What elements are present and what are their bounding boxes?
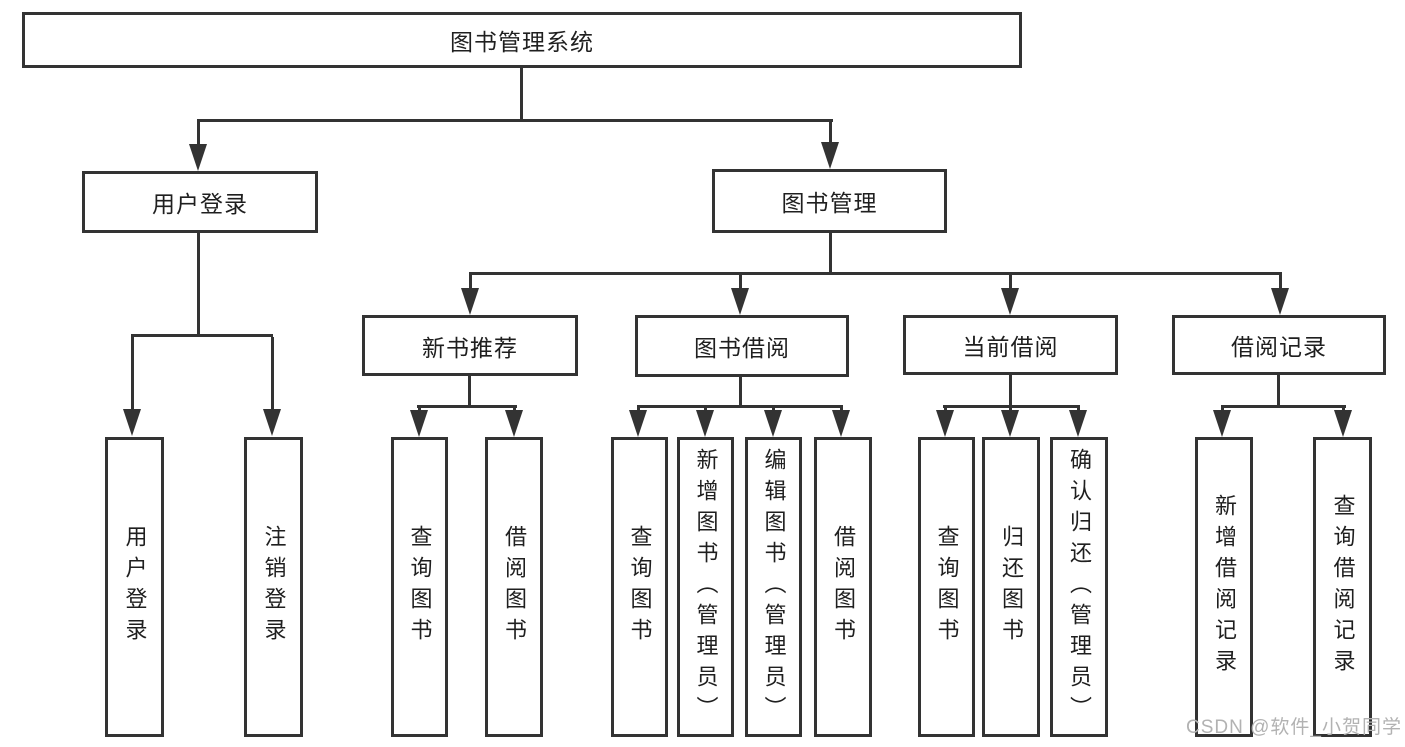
connector-borrow-stem — [739, 377, 742, 407]
connector-arrow-stem — [469, 275, 472, 290]
connector-records-stem — [1277, 375, 1280, 407]
leaf-borrow-add-books-admin-label: 新增图书（管理员） — [693, 447, 719, 727]
connector-arrow-stem — [944, 405, 947, 412]
node-borrow-records-label: 借阅记录 — [1231, 334, 1327, 360]
leaf-user-login-label: 用户登录 — [122, 525, 148, 649]
leaf-current-query-books-label: 查询图书 — [934, 525, 960, 649]
node-book-borrow: 图书借阅 — [635, 315, 849, 377]
connector-arrow-stem — [1009, 405, 1012, 412]
leaf-user-login: 用户登录 — [105, 437, 164, 737]
connector-arrow-stem — [1279, 275, 1282, 290]
connector-root-hline — [197, 119, 833, 122]
node-current-borrow: 当前借阅 — [903, 315, 1118, 375]
connector-root-stem — [520, 68, 523, 119]
connector-newbook-hline — [417, 405, 517, 408]
leaf-records-add-record-label: 新增借阅记录 — [1212, 494, 1237, 680]
leaf-borrow-edit-books-admin-label: 编辑图书（管理员） — [761, 447, 787, 727]
connector-arrow-stem — [271, 337, 274, 410]
connector-newbook-stem — [468, 375, 471, 407]
node-user-login: 用户登录 — [82, 171, 318, 233]
arrow-down-icon — [764, 410, 782, 437]
leaf-borrow-query-books-label: 查询图书 — [627, 525, 653, 649]
node-user-login-label: 用户登录 — [152, 191, 248, 217]
leaf-records-add-record: 新增借阅记录 — [1195, 437, 1253, 737]
node-book-management-label: 图书管理 — [781, 190, 878, 216]
connector-arrow-stem — [1221, 405, 1224, 412]
connector-arrow-stem — [131, 337, 134, 410]
connector-current-stem — [1009, 375, 1012, 407]
leaf-borrow-query-books: 查询图书 — [611, 437, 668, 737]
leaf-newbook-borrow-books: 借阅图书 — [485, 437, 543, 737]
connector-arrow-stem — [739, 275, 742, 290]
arrow-down-icon — [1213, 410, 1231, 437]
leaf-records-query-record-label: 查询借阅记录 — [1330, 494, 1356, 680]
connector-arrow-stem — [1009, 275, 1012, 290]
arrow-down-icon — [731, 288, 749, 315]
arrow-down-icon — [821, 142, 839, 169]
connector-arrow-stem — [418, 405, 421, 412]
leaf-logout: 注销登录 — [244, 437, 303, 737]
connector-arrow-stem — [840, 405, 843, 412]
arrow-down-icon — [1001, 288, 1019, 315]
node-book-management: 图书管理 — [712, 169, 947, 233]
connector-arrow-stem — [637, 405, 640, 412]
arrow-down-icon — [263, 409, 281, 436]
arrow-down-icon — [1334, 410, 1352, 437]
connector-arrow-stem — [1077, 405, 1080, 412]
leaf-borrow-borrow-books-label: 借阅图书 — [831, 525, 856, 649]
leaf-current-return-books-label: 归还图书 — [999, 525, 1024, 649]
arrow-down-icon — [189, 144, 207, 171]
connector-arrow-stem — [772, 405, 775, 412]
leaf-current-confirm-return-admin-label: 确认归还（管理员） — [1067, 447, 1092, 727]
connector-borrow-hline — [637, 405, 843, 408]
arrow-down-icon — [461, 288, 479, 315]
connector-user-hline — [131, 334, 273, 337]
node-new-book-recommend-label: 新书推荐 — [422, 334, 518, 361]
arrow-down-icon — [123, 409, 141, 436]
leaf-newbook-borrow-books-label: 借阅图书 — [502, 525, 527, 649]
node-root-label: 图书管理系统 — [450, 29, 594, 55]
node-new-book-recommend: 新书推荐 — [362, 315, 578, 376]
leaf-current-confirm-return-admin: 确认归还（管理员） — [1050, 437, 1108, 737]
arrow-down-icon — [1069, 410, 1087, 437]
connector-user-stem — [197, 233, 200, 335]
leaf-records-query-record: 查询借阅记录 — [1313, 437, 1372, 737]
arrow-down-icon — [410, 410, 428, 437]
arrow-down-icon — [696, 410, 714, 437]
leaf-newbook-query-books-label: 查询图书 — [407, 525, 433, 649]
connector-book-hline — [469, 272, 1282, 275]
csdn-watermark: CSDN @软件_小贺同学 — [1186, 717, 1402, 738]
leaf-current-return-books: 归还图书 — [982, 437, 1040, 737]
leaf-borrow-edit-books-admin: 编辑图书（管理员） — [745, 437, 802, 737]
arrow-down-icon — [1001, 410, 1019, 437]
connector-book-stem — [829, 233, 832, 274]
leaf-current-query-books: 查询图书 — [918, 437, 975, 737]
connector-arrow-stem — [829, 122, 832, 143]
leaf-borrow-borrow-books: 借阅图书 — [814, 437, 872, 737]
arrow-down-icon — [505, 410, 523, 437]
connector-arrow-stem — [704, 405, 707, 412]
leaf-newbook-query-books: 查询图书 — [391, 437, 448, 737]
arrow-down-icon — [629, 410, 647, 437]
arrow-down-icon — [832, 410, 850, 437]
node-book-borrow-label: 图书借阅 — [694, 335, 790, 361]
node-root: 图书管理系统 — [22, 12, 1022, 68]
connector-records-hline — [1221, 405, 1346, 408]
node-borrow-records: 借阅记录 — [1172, 315, 1386, 375]
connector-arrow-stem — [513, 405, 516, 412]
arrow-down-icon — [1271, 288, 1289, 315]
node-current-borrow-label: 当前借阅 — [962, 334, 1059, 360]
leaf-borrow-add-books-admin: 新增图书（管理员） — [677, 437, 734, 737]
connector-arrow-stem — [1342, 405, 1345, 412]
leaf-logout-label: 注销登录 — [261, 525, 287, 649]
connector-arrow-stem — [197, 122, 200, 145]
arrow-down-icon — [936, 410, 954, 437]
